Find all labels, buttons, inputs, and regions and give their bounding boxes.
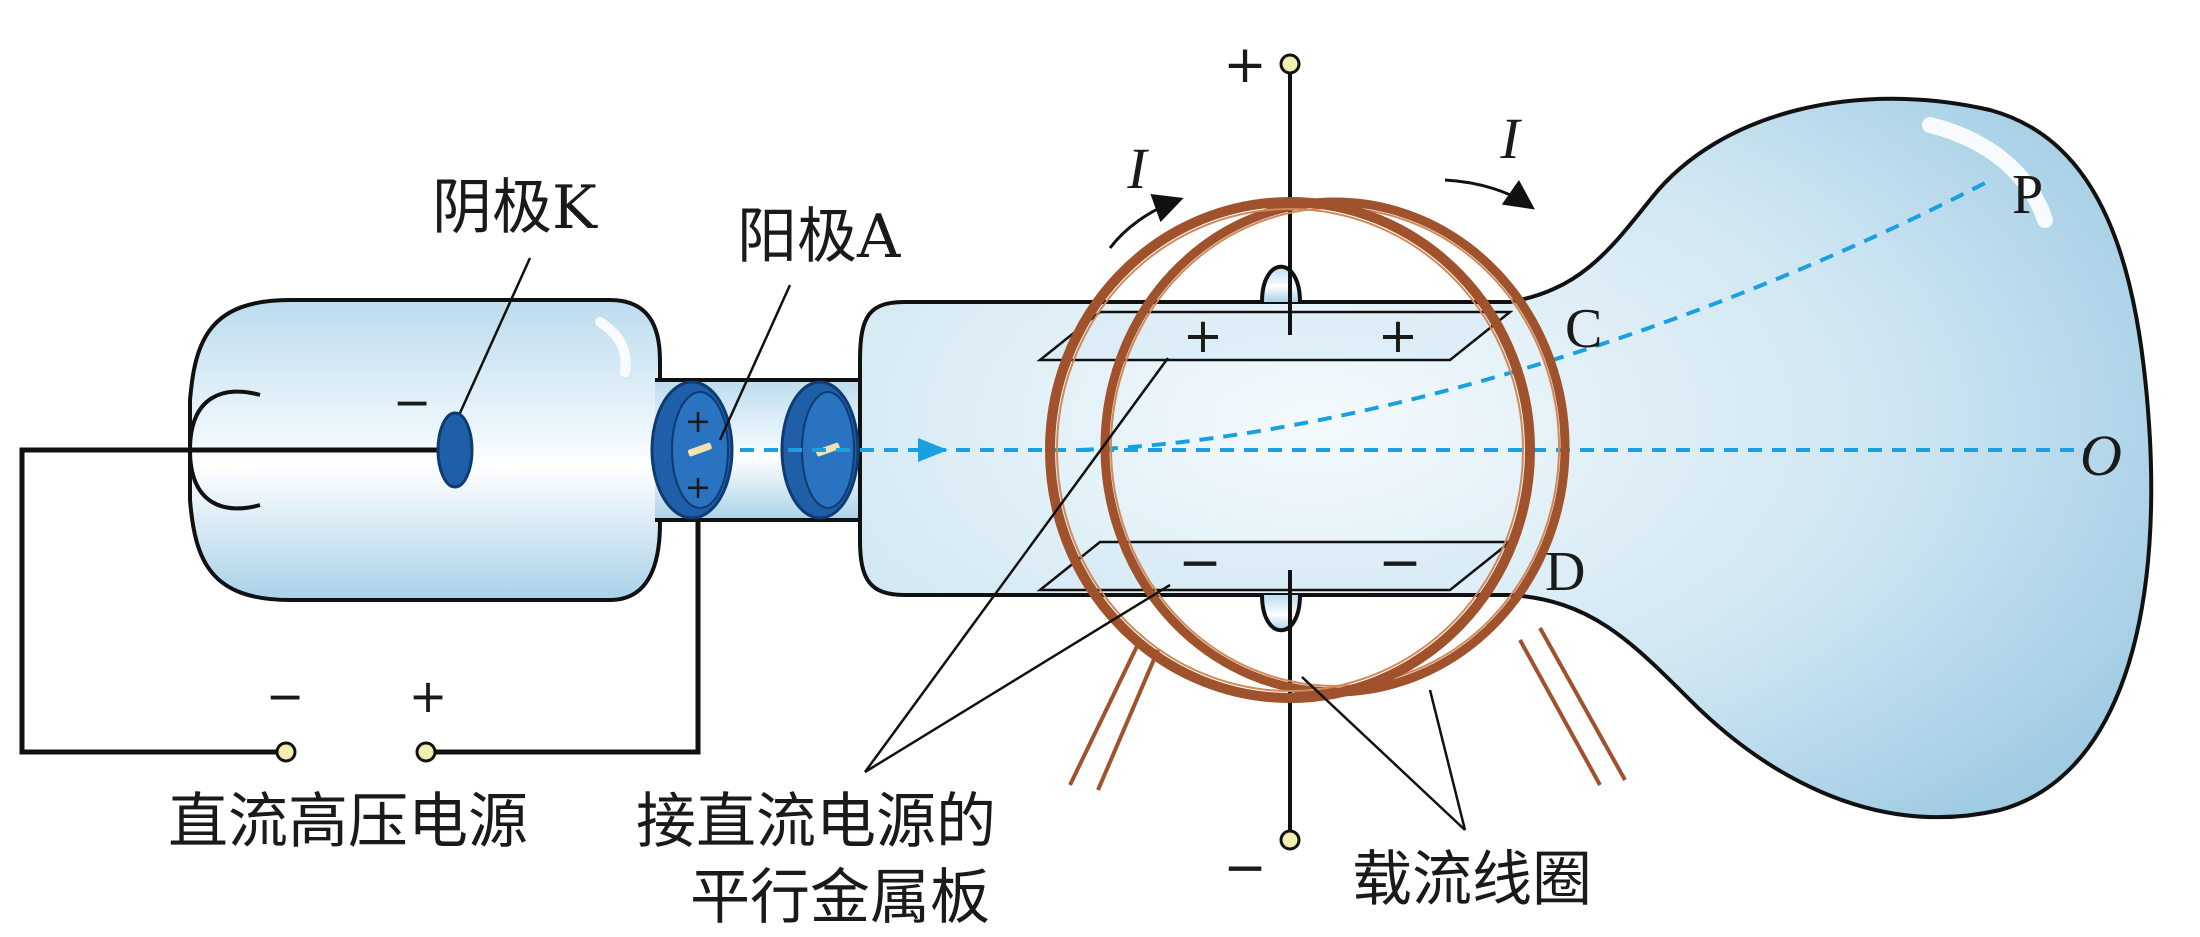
plate-d-minus-left: − <box>1178 533 1222 593</box>
cathode: − <box>393 257 532 489</box>
anode-label: 阳极A <box>737 202 901 272</box>
plate-c-label: C <box>1565 298 1602 360</box>
current-label-right: I <box>1499 106 1522 171</box>
terminal-plus-sign: + <box>409 669 448 723</box>
plates-label-line2: 平行金属板 <box>690 863 990 933</box>
power-circuit: − + <box>19 447 701 763</box>
terminal-negative <box>275 741 297 763</box>
bottom-terminal <box>1279 829 1301 851</box>
bottom-terminal-minus: − <box>1223 838 1267 898</box>
deflected-beam <box>1079 181 1986 452</box>
current-arrow-left <box>1108 193 1184 249</box>
plate-d <box>1036 540 1514 592</box>
disk-plus-bottom: + <box>685 468 712 506</box>
disk-plus-top: + <box>685 402 712 440</box>
plate-d-minus-right: − <box>1378 533 1422 593</box>
anode: + + <box>650 284 860 520</box>
plate-c-plus-right: + <box>1378 308 1418 364</box>
point-p-label: P <box>2012 164 2043 226</box>
current-arrow-right <box>1444 178 1535 210</box>
cathode-leader-line <box>458 257 532 414</box>
cathode-label: 阴极K <box>432 173 598 243</box>
plates-leader-2 <box>864 583 1171 774</box>
top-terminal <box>1279 53 1301 75</box>
terminal-minus-sign: − <box>266 669 305 723</box>
deflection-tube-and-bulb <box>858 96 2154 820</box>
plate-c <box>1036 310 1514 362</box>
terminal-positive <box>415 741 437 763</box>
power-supply-label: 直流高压电源 <box>168 787 528 857</box>
circuit-wire-left <box>19 447 440 755</box>
beam-direction-arrow <box>918 438 948 462</box>
coils-label: 载流线圈 <box>1352 845 1592 915</box>
labels: 阴极K 阳极A 直流高压电源 接直流电源的 平行金属板 载流线圈 C D P O <box>168 164 2122 933</box>
current-label-left: I <box>1126 136 1149 201</box>
coils-leader-2 <box>1428 689 1467 831</box>
current-coils: I I <box>1045 106 1627 791</box>
electron-beam <box>740 181 2090 462</box>
coils-leader-1 <box>1301 676 1466 831</box>
plates-label-line1: 接直流电源的 <box>636 787 996 857</box>
circuit-wire-right <box>424 520 701 755</box>
deflection-plates: + + − − + − <box>1036 35 1514 898</box>
cathode-minus-sign: − <box>393 375 432 429</box>
anode-leader-line <box>718 284 792 441</box>
plate-c-plus-left: + <box>1183 308 1223 364</box>
plates-leader-1 <box>863 357 1170 773</box>
coil-front <box>1045 197 1535 703</box>
cathode-electrode <box>436 411 474 489</box>
top-terminal-plus: + <box>1223 35 1267 95</box>
point-o-label: O <box>2080 423 2122 488</box>
plate-d-label: D <box>1545 541 1585 603</box>
